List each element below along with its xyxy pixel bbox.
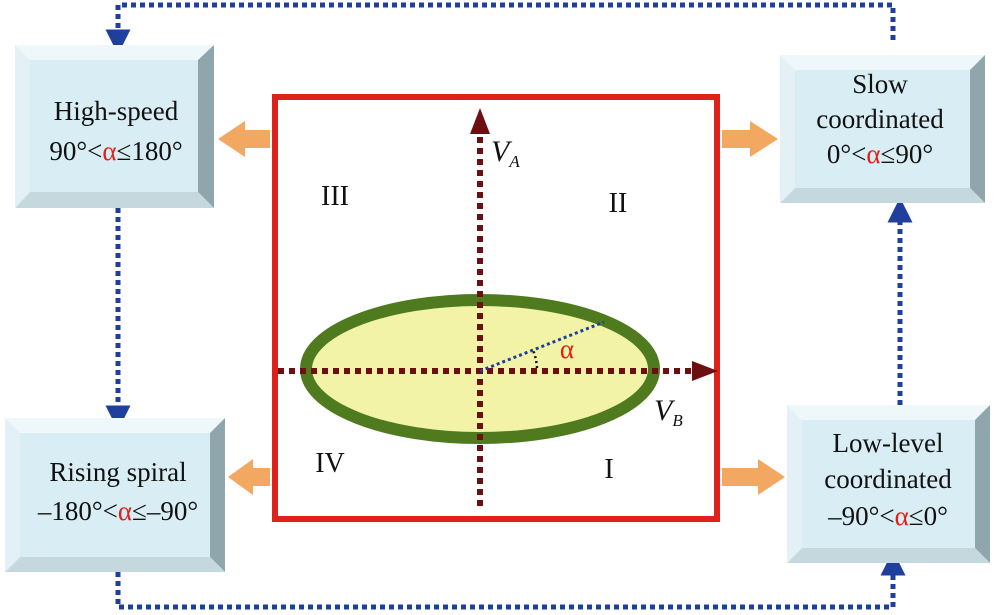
va-label: VA (491, 135, 520, 171)
rising-spiral-box: Rising spiral –180°<α≤–90° (5, 418, 225, 572)
top-flow-line (105, 2, 896, 55)
low-level-coordinated-box: Low-level coordinated –90°<α≤0° (787, 405, 990, 563)
feedback-loop (105, 2, 913, 610)
quadrant-i-label: I (604, 454, 613, 485)
rising-spiral-range: –180°<α≤–90° (37, 496, 198, 526)
slow-coordinated-box: Slow coordinated 0°<α≤90° (780, 55, 985, 203)
quadrant-iv-label: IV (315, 448, 345, 479)
low-level-title-2: coordinated (824, 464, 952, 494)
slow-coordinated-title-2: coordinated (816, 104, 944, 134)
slow-coordinated-title-1: Slow (852, 69, 908, 99)
orange-arrows (218, 121, 785, 495)
low-level-title-1: Low-level (833, 428, 944, 458)
high-speed-box: High-speed 90°<α≤180° (15, 45, 214, 208)
arrow-to-slow-coordinated (722, 121, 778, 157)
quadrant-ii-label: II (609, 188, 628, 219)
axes (278, 108, 718, 506)
bottom-flow-line (115, 550, 906, 610)
slow-coordinated-range: 0°<α≤90° (827, 139, 933, 169)
high-speed-title: High-speed (54, 96, 179, 126)
alpha-ray (479, 320, 605, 373)
low-level-range: –90°<α≤0° (827, 501, 948, 531)
rising-spiral-title: Rising spiral (49, 457, 186, 487)
vb-label: VB (654, 394, 683, 430)
arrow-to-low-level (722, 459, 785, 495)
quadrant-iii-label: III (321, 181, 349, 212)
arrow-to-high-speed (218, 121, 270, 157)
alpha-arc (531, 349, 539, 369)
vertical-axis-arrowhead (470, 108, 490, 134)
horizontal-axis-arrowhead (692, 361, 718, 381)
high-speed-range: 90°<α≤180° (49, 136, 182, 166)
arrow-to-rising-spiral (228, 459, 270, 495)
alpha-label: α (560, 334, 574, 364)
